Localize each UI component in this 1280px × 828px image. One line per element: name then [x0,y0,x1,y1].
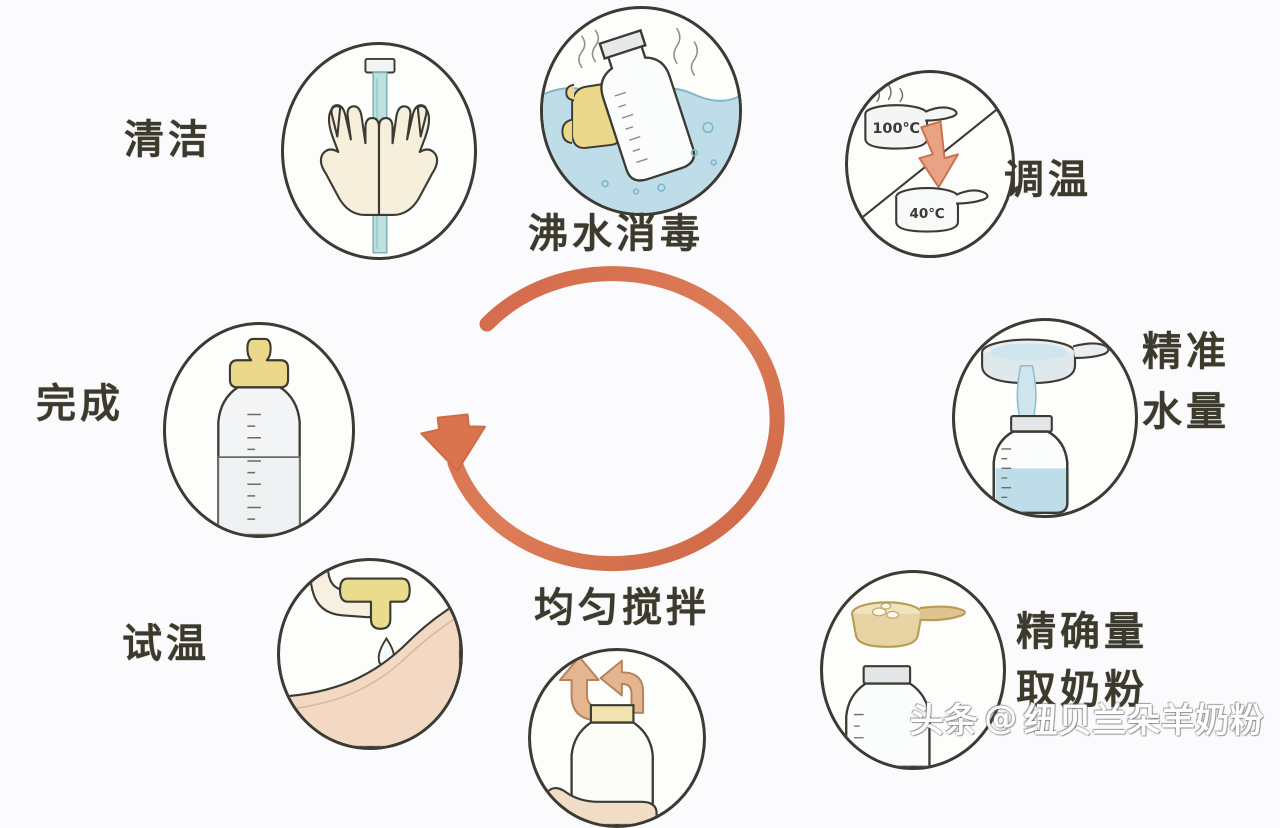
pot-temperature-icon: 100℃ 40℃ [845,70,1015,258]
cool-pot-temperature: 40℃ [910,206,945,222]
drop-on-wrist-icon [277,558,463,750]
step-test-temp-label: 试温 [122,621,210,667]
step-measure-powder-label-line2: 取奶粉 [1016,667,1148,713]
step-measure-powder-label-line1: 精确量 [1016,609,1148,655]
watermark-account: 纽贝兰朵羊奶粉 [1023,701,1264,741]
step-done-label: 完成 [36,381,124,427]
watermark-platform: 头条 [909,701,979,741]
pouring-water-icon [952,318,1138,518]
shaking-bottle-icon [528,648,706,828]
washing-hands-icon [281,42,477,260]
watermark: 头条 @ 纽贝兰朵羊奶粉 [910,693,1264,742]
watermark-at-symbol: @ [984,698,1018,737]
step-stir-label: 均匀搅拌 [534,585,710,631]
illustration-canvas: 清洁 [36,6,1264,828]
step-adjust-temp-label: 调温 [1004,157,1092,203]
step-measure-water-label-line2: 水量 [1142,389,1230,435]
step-measure-water-label-line1: 精准 [1142,329,1230,375]
filled-baby-bottle-icon [163,322,355,538]
hot-pot-temperature: 100℃ [872,121,920,137]
step-sterilize-label: 沸水消毒 [528,211,704,257]
step-clean-label: 清洁 [124,117,212,163]
cycle-arrow [375,258,855,608]
bottle-in-boiling-water-icon [540,6,742,216]
milk-powder-scoop-icon [820,570,1006,770]
